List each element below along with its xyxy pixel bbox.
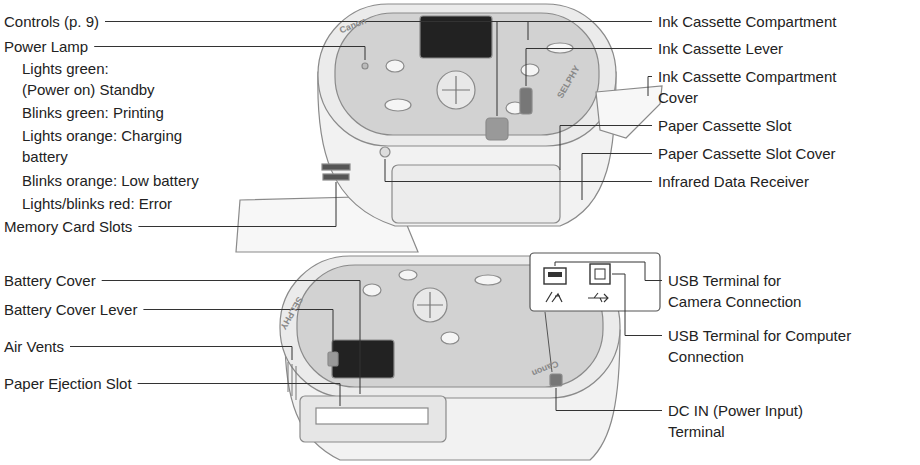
part-label: Battery Cover Lever [4, 299, 137, 320]
battery-cover-lever [328, 352, 338, 366]
brand-logo: Canon [530, 359, 560, 379]
control-panel [335, 13, 599, 135]
part-label: Ink Cassette Lever [658, 38, 783, 59]
air-vents [288, 362, 296, 400]
leader-line [385, 159, 652, 182]
ink-cover-flap [596, 86, 662, 138]
part-label: Memory Card Slots [4, 216, 132, 237]
button [399, 270, 417, 280]
dpad [413, 288, 447, 322]
part-label: Power Lamp [4, 36, 88, 57]
lcd-screen [420, 16, 492, 58]
leader-line [102, 281, 360, 395]
button [385, 99, 411, 111]
paper-slot-cover [392, 165, 560, 223]
lamp-state: Lights/blinks red: Error [22, 193, 172, 214]
leader-line [497, 22, 652, 117]
button [521, 64, 539, 76]
leader-line [560, 126, 652, 171]
leader-line [612, 274, 662, 336]
lamp-state: Blinks green: Printing [22, 102, 164, 123]
button [475, 275, 501, 285]
dc-in-terminal [550, 374, 562, 386]
button [386, 60, 404, 72]
usb-symbol [588, 293, 608, 302]
part-label: Paper Cassette Slot Cover [658, 143, 836, 164]
ink-lever [520, 88, 532, 114]
part-label: Controls (p. 9) [4, 11, 99, 32]
part-label: Infrared Data Receiver [658, 171, 809, 192]
part-label: USB Terminal for Computer Connection [668, 325, 918, 367]
leader-line [648, 77, 652, 97]
port-inset [530, 253, 660, 372]
leader-line [70, 347, 292, 361]
infrared-receiver [380, 147, 390, 157]
memory-card-slot [323, 174, 349, 180]
memory-card-slot [322, 164, 350, 170]
brand-logo: Canon [338, 16, 368, 36]
lamp-state: Lights green: (Power on) Standby [22, 58, 160, 100]
leader-line [105, 22, 528, 41]
leader-line [582, 154, 652, 201]
leader-line [143, 310, 333, 353]
usb-computer-port [590, 264, 610, 284]
leader-line [556, 388, 662, 411]
battery-cover [300, 396, 446, 442]
control-panel [297, 265, 603, 387]
lcd-screen [332, 340, 394, 378]
part-label: Paper Cassette Slot [658, 115, 791, 136]
leader-line [94, 47, 365, 61]
pictbridge-symbol [546, 292, 562, 302]
part-label: Ink Cassette Compartment Cover [658, 66, 858, 108]
usb-camera-port [544, 268, 566, 284]
part-label: USB Terminal for Camera Connection [668, 270, 828, 312]
button [441, 332, 459, 344]
part-label: Paper Ejection Slot [4, 373, 132, 394]
part-label: Ink Cassette Compartment [658, 11, 836, 32]
leader-line [555, 262, 662, 281]
leader-line [138, 384, 340, 407]
part-label: Battery Cover [4, 270, 96, 291]
part-label: DC IN (Power Input) Terminal [668, 400, 848, 442]
model-logo: SELPHY [555, 64, 582, 100]
lamp-state: Lights orange: Charging battery [22, 125, 217, 167]
ink-compartment [486, 118, 508, 140]
printer-top [318, 4, 616, 146]
paper-ejection-slot [316, 408, 428, 424]
part-label: Air Vents [4, 336, 64, 357]
dpad [437, 71, 475, 109]
power-lamp [362, 63, 368, 69]
model-logo: SELPHY [278, 295, 305, 331]
lamp-state: Blinks orange: Low battery [22, 170, 199, 191]
leader-line [526, 49, 652, 87]
button [363, 284, 381, 296]
